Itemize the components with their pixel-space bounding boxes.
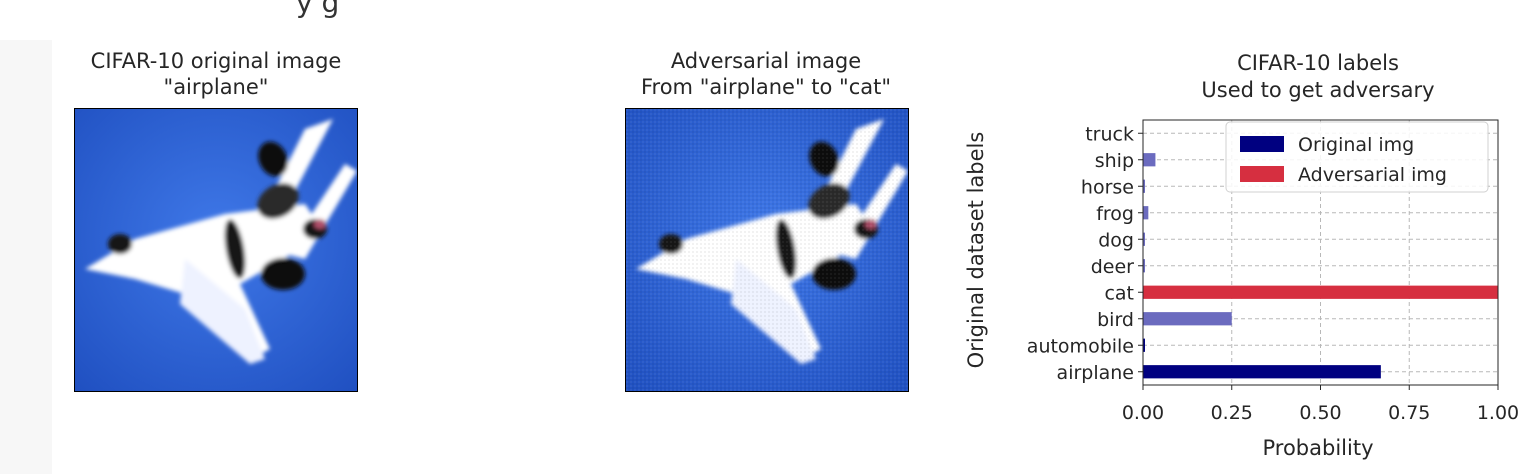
y-tick-label-frog: frog (1096, 203, 1134, 225)
original-image-title-line2: "airplane" (163, 75, 269, 99)
legend-label-0: Original img (1298, 134, 1414, 156)
bar-ship (1143, 153, 1156, 167)
airplane-adversarial-image (626, 109, 908, 391)
left-margin-strip (0, 0, 52, 474)
y-axis-label: Original dataset labels (964, 132, 988, 369)
original-image-title: CIFAR-10 original image "airplane" (56, 48, 376, 100)
adversarial-image-title-line2: From "airplane" to "cat" (640, 75, 892, 99)
adversarial-image (625, 108, 909, 392)
x-tick-label: 0.50 (1299, 402, 1341, 424)
x-tick-label: 0.00 (1122, 402, 1164, 424)
y-tick-label-horse: horse (1081, 176, 1134, 198)
bars (1143, 153, 1498, 379)
y-tick-labels: airplane automobile bird cat deer dog frog hors… (1027, 123, 1143, 384)
chart-title-line1: CIFAR-10 labels (1237, 51, 1399, 75)
y-tick-label-dog: dog (1098, 229, 1134, 251)
legend-label-1: Adversarial img (1298, 164, 1447, 186)
x-tick-labels: 0.00 0.25 0.50 0.75 1.00 (1122, 385, 1519, 424)
y-tick-label-truck: truck (1085, 123, 1134, 145)
bar-dog (1143, 232, 1145, 246)
adversarial-image-title-line1: Adversarial image (670, 49, 862, 73)
bar-automobile (1143, 338, 1145, 352)
y-tick-label-deer: deer (1091, 256, 1134, 278)
bar-airplane (1143, 365, 1381, 379)
x-tick-label: 1.00 (1477, 402, 1519, 424)
y-tick-label-airplane: airplane (1057, 362, 1134, 384)
y-tick-label-automobile: automobile (1027, 335, 1134, 357)
x-axis-label: Probability (1262, 436, 1373, 460)
airplane-image (75, 109, 357, 391)
y-tick-label-ship: ship (1095, 150, 1134, 172)
top-band: y g (0, 0, 1538, 40)
adversarial-image-title: Adversarial image From "airplane" to "ca… (606, 48, 926, 100)
original-image (74, 108, 358, 392)
probability-bar-chart: CIFAR-10 labels Used to get adversary ai… (964, 51, 1519, 460)
y-tick-label-cat: cat (1104, 282, 1134, 304)
legend-swatch-0 (1240, 136, 1284, 152)
chart-title-line2: Used to get adversary (1201, 78, 1434, 102)
bar-deer (1143, 259, 1145, 273)
cropped-header-text: y g (296, 0, 340, 19)
x-tick-label: 0.25 (1211, 402, 1253, 424)
x-tick-label: 0.75 (1388, 402, 1430, 424)
y-tick-label-bird: bird (1097, 309, 1134, 331)
bar-horse (1143, 179, 1145, 193)
legend-swatch-1 (1240, 166, 1284, 182)
bar-frog (1143, 206, 1149, 220)
legend-box (1225, 121, 1489, 193)
bar-bird (1143, 312, 1232, 326)
bar-cat (1143, 285, 1498, 299)
original-image-title-line1: CIFAR-10 original image (90, 49, 342, 73)
